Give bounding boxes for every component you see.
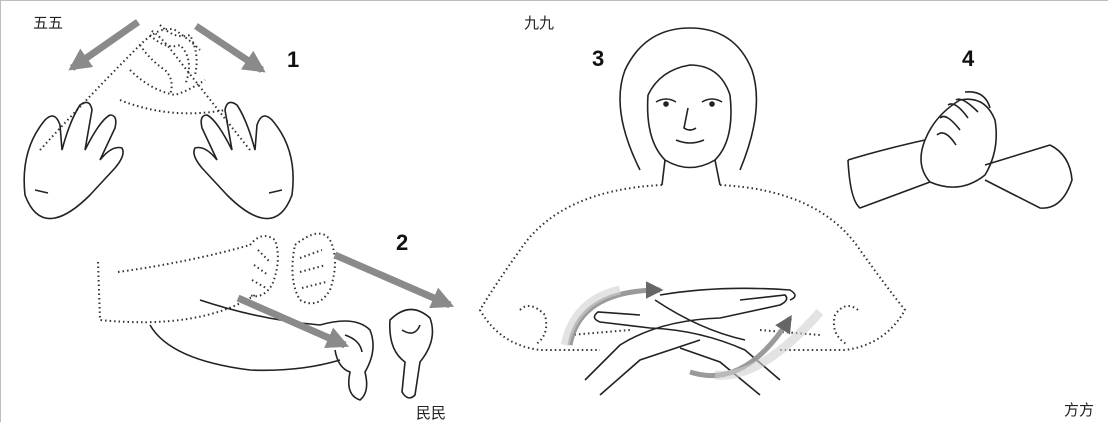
panel-4-clasped-hands <box>848 92 1072 208</box>
caption-bottom-right: 方方 <box>1064 399 1094 420</box>
panel-2-arms <box>98 234 432 400</box>
step-number-3: 3 <box>592 46 604 72</box>
step-number-1: 1 <box>287 47 299 73</box>
caption-top-left: 五五 <box>33 12 63 33</box>
step-number-2: 2 <box>396 230 408 256</box>
step-number-4: 4 <box>962 46 974 72</box>
panel-1-hands <box>24 25 293 219</box>
caption-top-center: 九九 <box>524 12 554 33</box>
caption-bottom-middle: 民民 <box>416 402 446 423</box>
panel-2-arrows <box>238 255 450 345</box>
panel-3-figure <box>480 28 905 395</box>
